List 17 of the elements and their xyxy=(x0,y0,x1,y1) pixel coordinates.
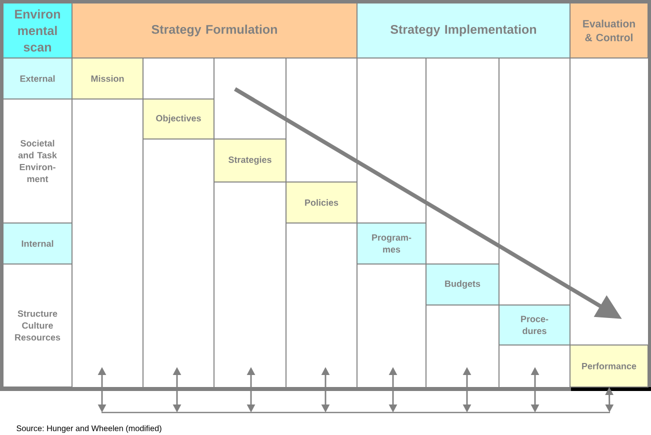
header-cell: Strategy Implementation xyxy=(356,2,570,58)
header-cell: Evaluation & Control xyxy=(570,2,648,58)
row-header: Structure Culture Resources xyxy=(2,264,72,388)
source-note: Source: Hunger and Wheelen (modified) xyxy=(16,425,162,433)
row-header: Societal and Task Environ- ment xyxy=(2,98,72,224)
step-box: Budgets xyxy=(426,264,500,306)
header-cell: Environ mental scan xyxy=(2,2,72,58)
row-header: Internal xyxy=(2,222,72,264)
step-box: Policies xyxy=(286,182,358,224)
header-cell: Strategy Formulation xyxy=(72,2,358,58)
step-box: Performance xyxy=(570,344,648,388)
step-box: Mission xyxy=(72,58,144,100)
step-box: Objectives xyxy=(142,98,214,140)
step-box: Proce- dures xyxy=(498,304,570,346)
step-box: Program- mes xyxy=(356,222,426,264)
step-box: Strategies xyxy=(214,138,286,182)
row-header: External xyxy=(2,58,72,100)
